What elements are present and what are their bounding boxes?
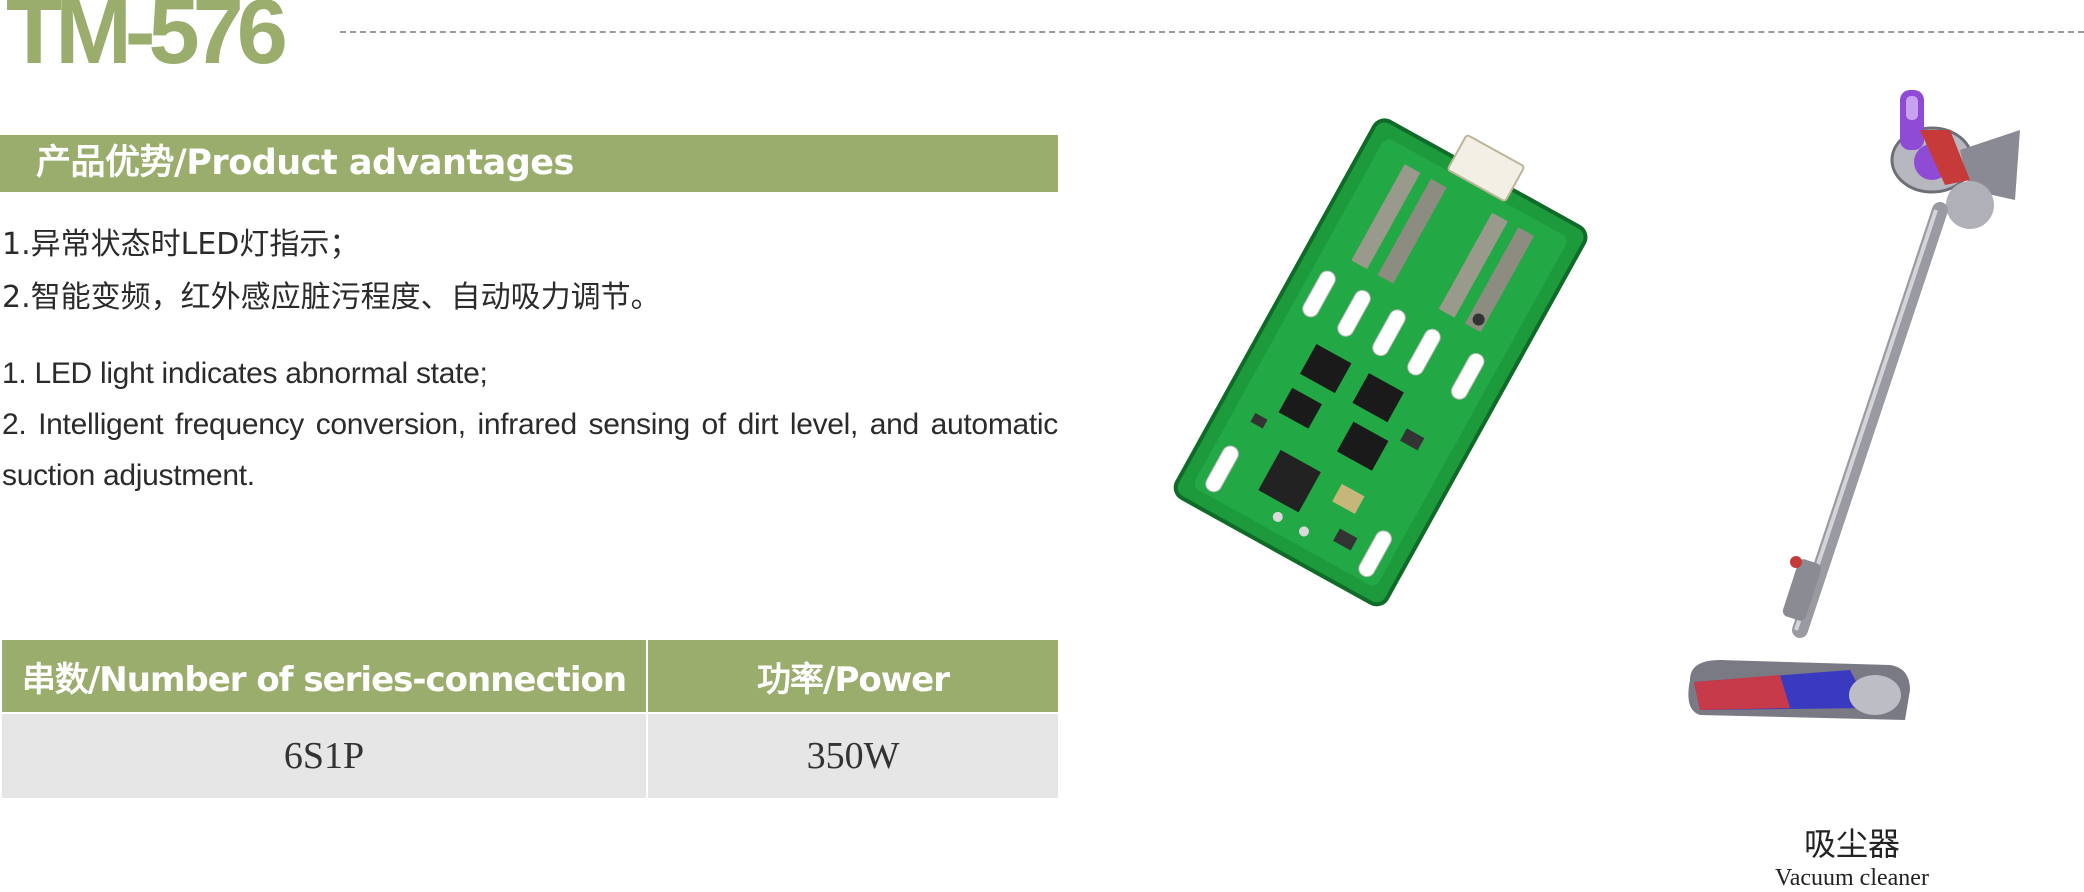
advantages-header: 产品优势/Product advantages xyxy=(0,135,1058,192)
application-caption-en: Vacuum cleaner xyxy=(1775,865,1929,891)
list-item: 1.异常状态时LED灯指示； xyxy=(2,227,360,262)
power-header: 功率/Power xyxy=(646,638,1060,714)
list-item: 1. LED light indicates abnormal state; xyxy=(2,357,488,390)
advantages-list-en: 1. LED light indicates abnormal state; 2… xyxy=(2,348,1058,501)
title-dashed-divider xyxy=(340,31,2084,33)
model-title: TM-576 xyxy=(6,0,288,83)
spec-table: 串数/Number of series-connection 功率/Power … xyxy=(0,638,1060,800)
application-caption-zh: 吸尘器 xyxy=(1803,825,1900,863)
advantages-list-zh: 1.异常状态时LED灯指示； 2.智能变频，红外感应脏污程度、自动吸力调节。 xyxy=(2,218,1058,324)
pcb-board-icon xyxy=(1173,118,1588,607)
series-connection-value: 6S1P xyxy=(0,712,648,800)
table-header-row: 串数/Number of series-connection 功率/Power xyxy=(0,638,1060,714)
table-row: 6S1P 350W xyxy=(0,712,1060,800)
list-item: 2. Intelligent frequency conversion, inf… xyxy=(2,408,1058,492)
series-connection-header: 串数/Number of series-connection xyxy=(0,638,648,714)
vacuum-cleaner-icon xyxy=(1688,90,2020,720)
power-value: 350W xyxy=(646,712,1060,800)
list-item: 2.智能变频，红外感应脏污程度、自动吸力调节。 xyxy=(2,280,661,315)
